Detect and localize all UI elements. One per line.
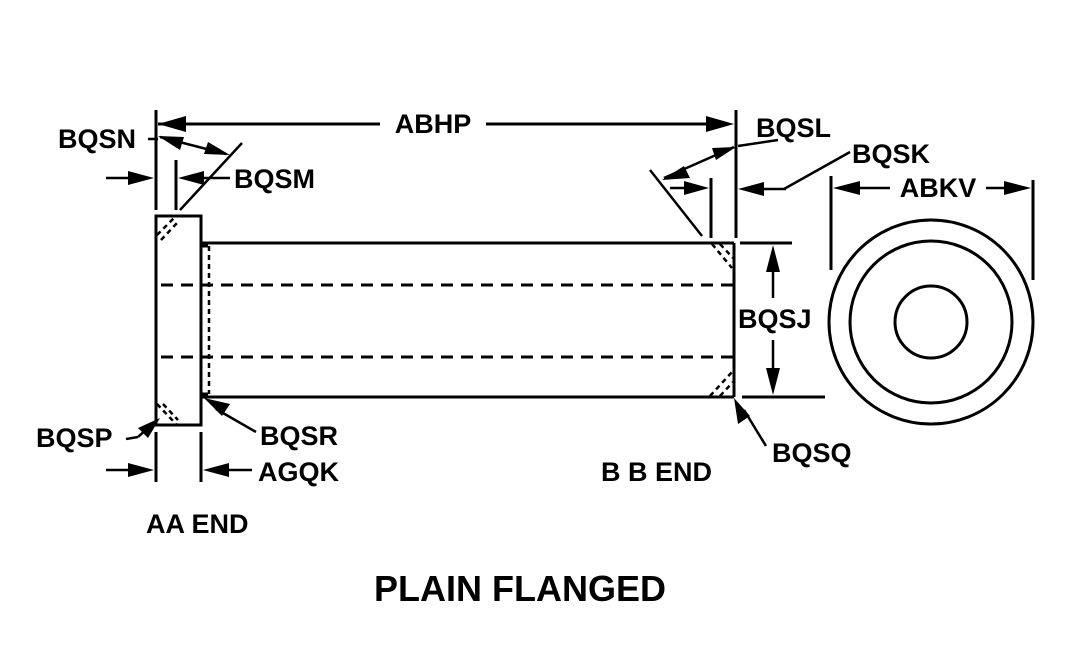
label-bqsq: BQSQ bbox=[772, 438, 852, 468]
leader-bqsp bbox=[125, 435, 139, 441]
flange-chamfer-bottom-2 bbox=[162, 403, 179, 421]
arrowhead bbox=[128, 463, 154, 477]
label-bb-end: B B END bbox=[601, 457, 712, 487]
label-abhp: ABHP bbox=[395, 109, 472, 139]
arrowhead bbox=[158, 116, 186, 132]
dimension-abkv: ABKV bbox=[829, 173, 1035, 280]
arrowhead bbox=[138, 418, 160, 438]
flange-outline bbox=[154, 214, 203, 427]
arrowhead bbox=[203, 463, 229, 477]
bb-chamfer-top-2 bbox=[719, 243, 734, 259]
drawing-title: PLAIN FLANGED bbox=[374, 568, 666, 609]
arrowhead bbox=[738, 182, 764, 196]
arrowhead bbox=[204, 142, 230, 155]
leader-bqsk bbox=[783, 150, 851, 191]
bb-chamfer-bottom bbox=[709, 371, 733, 397]
end-view bbox=[827, 218, 1035, 426]
label-aa-end: AA END bbox=[146, 509, 249, 539]
dimension-bqsj: BQSJ bbox=[738, 241, 825, 399]
arrowhead bbox=[128, 171, 154, 185]
label-bqsl: BQSL bbox=[756, 113, 831, 143]
arrowhead bbox=[1004, 181, 1031, 195]
arrowhead bbox=[766, 368, 780, 395]
dimension-bqsr: BQSR bbox=[204, 398, 338, 451]
dimension-bqsm: BQSM bbox=[106, 160, 315, 210]
dimension-bqsq: BQSQ bbox=[734, 398, 852, 468]
arrowhead bbox=[766, 245, 780, 272]
bb-chamfer-bottom-2 bbox=[719, 381, 734, 397]
middle-circle bbox=[848, 239, 1014, 405]
arrowhead bbox=[833, 181, 860, 195]
arrowhead bbox=[204, 398, 230, 416]
dimension-agqk: AGQK bbox=[106, 432, 340, 487]
label-abkv: ABKV bbox=[900, 173, 977, 203]
label-agqk: AGQK bbox=[258, 457, 340, 487]
arrowhead bbox=[734, 398, 750, 424]
dimension-abhp: ABHP bbox=[154, 109, 738, 238]
arrowhead bbox=[662, 166, 690, 180]
arrowhead bbox=[706, 116, 734, 132]
label-bqsn: BQSN bbox=[58, 124, 136, 154]
arrowhead bbox=[712, 147, 736, 160]
flange-chamfer-top bbox=[156, 215, 177, 236]
flange-chamfer-bottom bbox=[156, 403, 177, 425]
leader-bqsl bbox=[737, 138, 779, 148]
arrowhead bbox=[684, 181, 709, 195]
flange-chamfer-top-2 bbox=[160, 221, 179, 241]
label-bqsr: BQSR bbox=[260, 421, 338, 451]
label-bqsm: BQSM bbox=[234, 164, 315, 194]
chamfer-angle-line-aa bbox=[179, 142, 243, 211]
dimension-bqsl: BQSL bbox=[649, 113, 831, 238]
outer-circle bbox=[827, 218, 1035, 426]
label-bqsj: BQSJ bbox=[738, 304, 812, 334]
dimension-bqsp: BQSP bbox=[36, 418, 160, 453]
label-bqsk: BQSK bbox=[852, 139, 931, 169]
flange-body bbox=[154, 214, 203, 427]
arrowhead bbox=[158, 136, 184, 150]
dimension-bqsn: BQSN bbox=[58, 124, 243, 211]
dimension-bqsk: BQSK bbox=[738, 139, 931, 196]
chamfer-angle-line-bb bbox=[649, 169, 703, 237]
label-bqsp: BQSP bbox=[36, 423, 113, 453]
tube-body bbox=[161, 241, 736, 399]
bore-circle bbox=[893, 284, 969, 360]
arrowhead bbox=[178, 171, 204, 185]
